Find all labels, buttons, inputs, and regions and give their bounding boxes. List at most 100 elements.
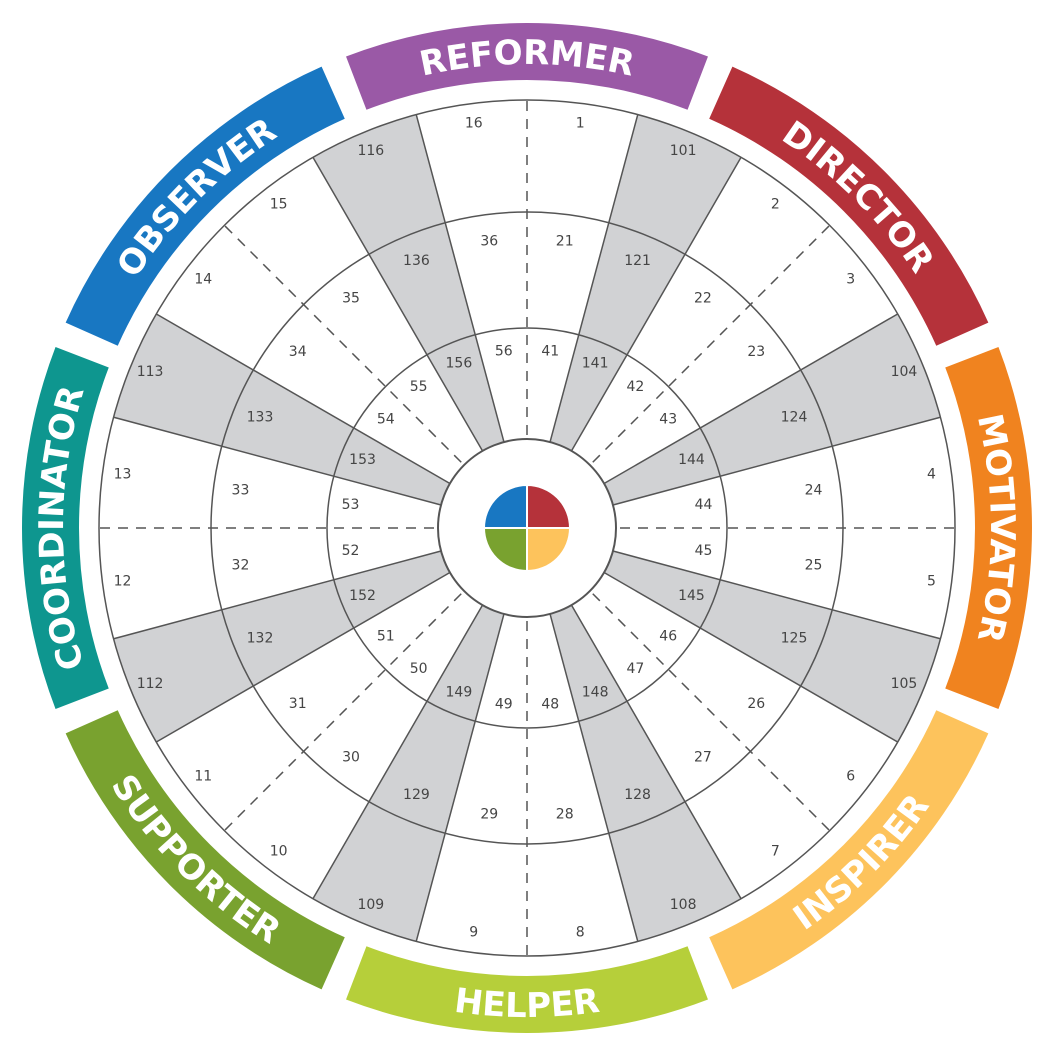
cell-number: 10 bbox=[270, 844, 288, 860]
cell-number: 21 bbox=[556, 233, 574, 249]
grey-cell-number: 101 bbox=[670, 143, 697, 159]
cell-number: 34 bbox=[289, 344, 307, 360]
cell-number: 33 bbox=[232, 482, 250, 498]
radial-divider bbox=[570, 604, 742, 900]
role-band-arc bbox=[709, 66, 989, 346]
cell-number: 24 bbox=[805, 482, 823, 498]
cell-number: 7 bbox=[771, 844, 780, 860]
cell-number: 23 bbox=[747, 344, 765, 360]
grey-cell-number: 144 bbox=[678, 452, 705, 468]
radial-divider bbox=[570, 156, 742, 452]
pie-quadrant-bottom-left bbox=[482, 527, 528, 573]
role-band-arc bbox=[65, 66, 345, 346]
cell-number: 12 bbox=[114, 573, 132, 589]
pie-quadrant-top-left bbox=[482, 483, 528, 529]
radial-divider bbox=[155, 313, 451, 485]
role-band-arc bbox=[65, 710, 345, 990]
cell-number: 27 bbox=[694, 749, 712, 765]
cell-number: 13 bbox=[114, 467, 132, 483]
radial-divider bbox=[415, 613, 505, 942]
grey-cell-number: 153 bbox=[349, 452, 376, 468]
grey-cell-number: 105 bbox=[891, 676, 918, 692]
cell-number: 47 bbox=[626, 661, 644, 677]
dashed-divider bbox=[223, 593, 462, 832]
grey-cell-number: 136 bbox=[403, 253, 430, 269]
cell-number: 42 bbox=[626, 379, 644, 395]
cell-number: 11 bbox=[194, 768, 212, 784]
cell-number: 32 bbox=[232, 558, 250, 574]
radial-divider bbox=[312, 604, 484, 900]
ring-circle bbox=[98, 99, 956, 957]
grey-wedge bbox=[550, 114, 741, 451]
radial-divider bbox=[312, 156, 484, 452]
grey-wedge bbox=[313, 605, 504, 942]
grey-cell-number: 124 bbox=[781, 409, 808, 425]
cell-number: 36 bbox=[480, 233, 498, 249]
dashed-divider bbox=[223, 224, 462, 463]
cell-number: 29 bbox=[480, 807, 498, 823]
cell-number: 2 bbox=[771, 196, 780, 212]
cell-number: 44 bbox=[695, 497, 713, 513]
cell-number: 55 bbox=[410, 379, 428, 395]
dashed-divider bbox=[592, 224, 831, 463]
grey-cell-number: 108 bbox=[670, 897, 697, 913]
grey-cell-number: 128 bbox=[624, 787, 651, 803]
cell-number: 4 bbox=[927, 467, 936, 483]
grey-cell-number: 113 bbox=[137, 364, 164, 380]
radial-divider bbox=[155, 571, 451, 743]
grey-cell-number: 129 bbox=[403, 787, 430, 803]
grey-cell-number: 148 bbox=[582, 684, 609, 700]
cell-number: 41 bbox=[541, 344, 559, 360]
cell-number: 26 bbox=[747, 696, 765, 712]
grey-cell-number: 112 bbox=[137, 676, 164, 692]
cell-number: 6 bbox=[846, 768, 855, 784]
grey-wedge bbox=[550, 605, 741, 942]
cell-number: 52 bbox=[342, 543, 360, 559]
cell-number: 28 bbox=[556, 807, 574, 823]
radial-divider bbox=[113, 550, 442, 640]
grey-cell-number: 133 bbox=[247, 409, 274, 425]
cell-number: 53 bbox=[342, 497, 360, 513]
cell-number: 5 bbox=[927, 573, 936, 589]
grey-cell-number: 125 bbox=[781, 631, 808, 647]
role-band-arc bbox=[709, 710, 989, 990]
cell-number: 56 bbox=[495, 344, 513, 360]
cell-number: 14 bbox=[194, 272, 212, 288]
grey-cell-number: 141 bbox=[582, 356, 609, 372]
radial-divider bbox=[549, 613, 639, 942]
role-band-arc bbox=[945, 347, 1032, 709]
ring-circle bbox=[326, 327, 728, 729]
cell-number: 43 bbox=[659, 412, 677, 428]
grey-cell-number: 156 bbox=[446, 356, 473, 372]
cell-number: 50 bbox=[410, 661, 428, 677]
radial-divider bbox=[113, 416, 442, 506]
role-band-helper: HELPER bbox=[346, 946, 708, 1034]
radial-divider bbox=[612, 416, 941, 506]
radial-divider bbox=[415, 114, 505, 443]
cell-number: 22 bbox=[694, 291, 712, 307]
cell-number: 49 bbox=[495, 696, 513, 712]
grey-wedge bbox=[113, 551, 450, 742]
role-band-arc bbox=[346, 946, 708, 1034]
cell-number: 48 bbox=[541, 696, 559, 712]
cell-number: 9 bbox=[469, 925, 478, 941]
cell-number: 54 bbox=[377, 412, 395, 428]
center-pie bbox=[482, 483, 572, 573]
grey-cell-number: 116 bbox=[357, 143, 384, 159]
radial-divider bbox=[549, 114, 639, 443]
cell-number: 16 bbox=[465, 115, 483, 131]
dashed-divider bbox=[592, 593, 831, 832]
cell-number: 8 bbox=[576, 925, 585, 941]
grey-cell-number: 145 bbox=[678, 588, 705, 604]
grey-cell-number: 121 bbox=[624, 253, 651, 269]
cell-number: 45 bbox=[695, 543, 713, 559]
cell-number: 30 bbox=[342, 749, 360, 765]
role-band-motivator: MOTIVATOR bbox=[945, 347, 1032, 709]
role-label: HELPER bbox=[452, 981, 601, 1026]
role-band-reformer: REFORMER bbox=[346, 23, 708, 110]
cell-number: 31 bbox=[289, 696, 307, 712]
cell-number: 15 bbox=[270, 196, 288, 212]
grey-cell-number: 104 bbox=[891, 364, 918, 380]
grey-cell-number: 132 bbox=[247, 631, 274, 647]
